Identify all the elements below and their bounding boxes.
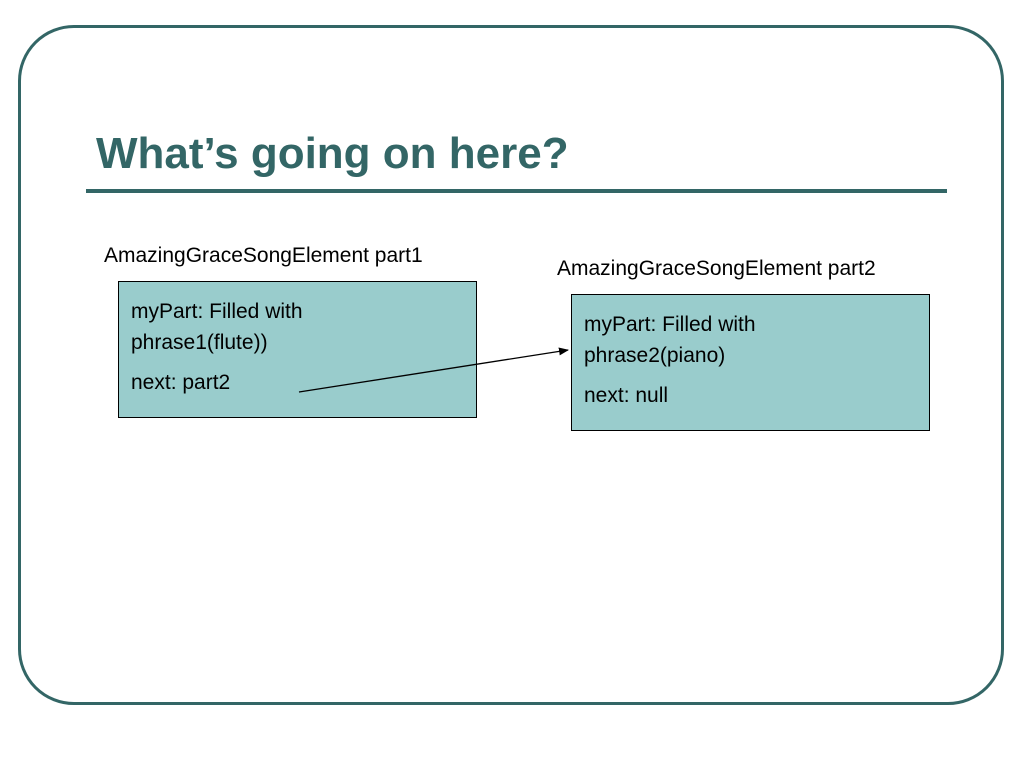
node-label-part1: AmazingGraceSongElement part1 [104,244,423,267]
node-field-next: next: part2 [131,371,231,394]
node-box-part2: myPart: Filled with phrase2(piano) next:… [571,294,930,431]
slide-title: What’s going on here? [96,129,569,178]
node-field-mypart: myPart: Filled with phrase1(flute)) [131,300,303,354]
title-underline [86,189,947,193]
slide-frame [18,25,1004,705]
node-box-part1: myPart: Filled with phrase1(flute)) next… [118,281,477,418]
node-field-next: next: null [584,384,669,407]
node-label-part2: AmazingGraceSongElement part2 [557,257,876,280]
node-field-mypart: myPart: Filled with phrase2(piano) [584,313,756,367]
